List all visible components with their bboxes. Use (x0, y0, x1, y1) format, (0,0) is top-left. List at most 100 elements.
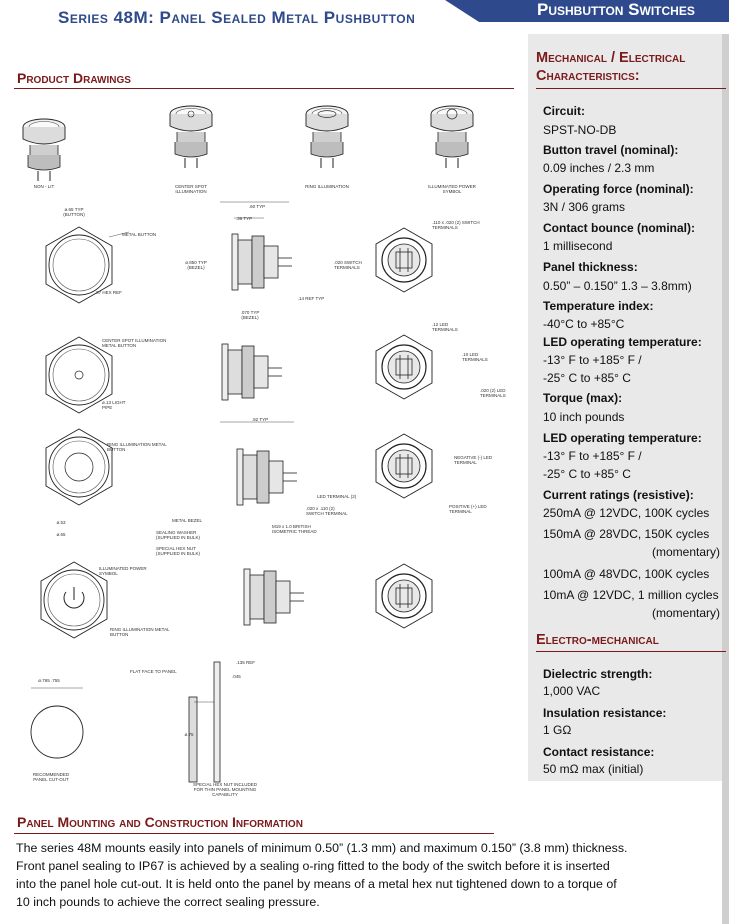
product-drawings-heading: Product Drawings (17, 70, 131, 86)
spec-value-current-1: 250mA @ 12VDC, 100K cycles (543, 506, 710, 520)
label-illuminated-symbol: ILLUMINATED POWER SYMBOL (428, 184, 476, 194)
illuminated-symbol-switch-illustration (430, 105, 474, 169)
label-panel-cutout: RECOMMENDED PANEL CUT-OUT (32, 772, 70, 782)
label-light-pipe: ø.13 LIGHT PIPE (102, 400, 126, 410)
panel-mounting-body: The series 48M mounts easily into panels… (16, 839, 696, 911)
ring-front-view (45, 428, 113, 506)
ring-side-view (236, 448, 298, 506)
technical-drawings (22, 105, 474, 783)
product-drawings-rule (14, 88, 514, 89)
thin-panel-section (188, 696, 198, 783)
spec-value-operating-force: 3N / 306 grams (543, 200, 626, 214)
spec-value-contact-bounce: 1 millisecond (543, 239, 613, 253)
label-flat-face: FLAT FACE TO PANEL (130, 669, 177, 674)
spec-label-temperature-index: Temperature index: (543, 299, 654, 313)
product-drawings-area: NON - LIT CENTER SPOT ILLUMINATION RING … (14, 92, 514, 802)
illuminated-symbol-back-view (375, 563, 433, 629)
label-metal-button: METAL BUTTON (122, 232, 157, 237)
spec-value-torque: 10 inch pounds (543, 410, 625, 424)
electro-mechanical-rule (536, 651, 726, 652)
spec-value-led-temp-1a: -13° F to +185° F / (543, 353, 642, 367)
spec-value-button-travel: 0.09 inches / 2.3 mm (543, 161, 655, 175)
label-dim-92: .92 TYP (251, 417, 269, 422)
center-spot-back-view (375, 334, 433, 400)
label-led-terminals-020: .020 (2) LED TERMINALS (480, 388, 506, 398)
label-dim-53: ø.53 (56, 520, 66, 525)
spec-value-led-temp-2b: -25° C to +85° C (543, 467, 631, 481)
spec-value-insulation: 1 GΩ (543, 723, 572, 737)
ring-switch-illustration (305, 105, 349, 169)
label-led-terminal-2: LED TERMINAL (2) (317, 494, 357, 499)
spec-label-panel-thickness: Panel thickness: (543, 260, 638, 274)
label-switch-terminal-2: .020 x .110 (2) SWITCH TERMINAL (306, 506, 348, 516)
label-bezel-dia: ø.850 TYP (BEZEL) (185, 260, 207, 270)
label-dim-38: .38 TYP (235, 216, 253, 221)
spec-label-insulation: Insulation resistance: (543, 706, 667, 720)
sidebar-shadow (722, 34, 729, 924)
spec-label-contact-bounce: Contact bounce (nominal): (543, 221, 695, 235)
spec-value-current-2: 150mA @ 28VDC, 150K cycles (543, 527, 710, 541)
category-tab-background (445, 0, 729, 22)
spec-value-current-3: 100mA @ 48VDC, 100K cycles (543, 567, 710, 581)
ring-back-view (375, 433, 433, 499)
label-metal-bezel: METAL BEZEL (172, 518, 203, 523)
label-ring-button-2: RING ILLUMINATION METAL BUTTON (110, 627, 170, 637)
spec-label-button-travel: Button travel (nominal): (543, 143, 679, 157)
spec-label-circuit: Circuit: (543, 104, 585, 118)
non-lit-back-view (375, 227, 433, 293)
category-tab-label: Pushbutton Switches (537, 0, 695, 19)
label-thin-panel-nut: SPECIAL HEX NUT INCLUDED FOR THIN PANEL … (192, 782, 257, 797)
mech-electrical-rule (536, 88, 726, 89)
label-negative-led: NEGATIVE (-) LED TERMINAL (454, 455, 493, 465)
label-illuminated-power-symbol: ILLUMINATED POWER SYMBOL (99, 566, 147, 576)
label-dim-60: .60 TYP (248, 204, 266, 209)
label-ring: RING ILLUMINATION (305, 184, 349, 189)
label-hex-ref: 87 HEX REF (96, 290, 122, 295)
spec-value-circuit: SPST-NO-DB (543, 123, 617, 137)
spec-label-torque: Torque (max): (543, 391, 623, 405)
spec-label-operating-force: Operating force (nominal): (543, 182, 694, 196)
specifications-sidebar (528, 34, 729, 781)
label-dim-070: .070 TYP (BEZEL) (240, 310, 260, 320)
panel-cutout-circle (30, 705, 84, 759)
mounting-line-4: 10 inch pounds to achieve the correct se… (16, 895, 320, 909)
spec-label-led-temp-2: LED operating temperature: (543, 431, 702, 445)
spec-label-led-temp-1: LED operating temperature: (543, 335, 702, 349)
spec-value-contact-resistance: 50 mΩ max (initial) (543, 762, 644, 776)
label-dim-135: .135 REF (236, 660, 256, 665)
panel-mounting-rule (14, 833, 494, 834)
spec-value-led-temp-2a: -13° F to +185° F / (543, 449, 642, 463)
spec-value-current-2-note: (momentary) (651, 545, 720, 559)
label-dim-765: ø.765 .755 (38, 678, 60, 683)
label-special-hex-nut: SPECIAL HEX NUT (SUPPLIED IN BULK) (156, 546, 201, 556)
spec-label-contact-resistance: Contact resistance: (543, 745, 655, 759)
label-dim-65: ø.65 (56, 532, 66, 537)
spec-label-dielectric: Dielectric strength: (543, 667, 653, 681)
electro-mechanical-heading: Electro-mechanical (536, 632, 659, 648)
label-positive-led: POSITIVE (+) LED TERMINAL (449, 504, 487, 514)
label-ring-button: RING ILLUMINATION METAL BUTTON (107, 442, 167, 452)
spec-value-panel-thickness: 0.50” – 0.150” 1.3 – 3.8mm) (543, 279, 692, 293)
label-center-spot-button: CENTER SPOT ILLUMINATION METAL BUTTON (102, 338, 167, 348)
label-switch-terminals-top: .110 x .020 (2) SWITCH TERMINALS (432, 220, 480, 230)
mounting-line-3: into the panel hole cut-out. It is held … (16, 877, 617, 891)
label-led-terminals-10: .10 LED TERMINALS (462, 352, 488, 362)
non-lit-side-view (231, 233, 293, 291)
non-lit-switch-illustration (22, 118, 66, 182)
spec-value-current-4-note: (momentary) (651, 606, 720, 620)
spec-value-temperature-index: -40°C to +85°C (543, 317, 625, 331)
mounting-line-1: The series 48M mounts easily into panels… (16, 841, 628, 855)
label-thread: M19 x 1.0 BRITISH ISOMETRIC THREAD (272, 524, 317, 534)
panel-mounting-heading: Panel Mounting and Construction Informat… (17, 814, 303, 830)
label-dim-045: .045 (232, 674, 241, 679)
illuminated-symbol-side-view (243, 568, 305, 626)
center-spot-side-view (221, 343, 283, 401)
label-switch-terminals-side: .020 SWITCH TERMINALS (334, 260, 362, 270)
label-non-lit: NON - LIT (33, 184, 55, 189)
spec-value-current-4: 10mA @ 12VDC, 1 million cycles (543, 588, 719, 602)
label-dim-14: .14 REF TYP (297, 296, 325, 301)
mounting-line-2: Front panel sealing to IP67 is achieved … (16, 859, 610, 873)
label-led-terminals-12: .12 LED TERMINALS (432, 322, 458, 332)
spec-value-dielectric: 1,000 VAC (543, 684, 601, 698)
mech-electrical-heading-line1: Mechanical / Electrical (536, 50, 686, 66)
